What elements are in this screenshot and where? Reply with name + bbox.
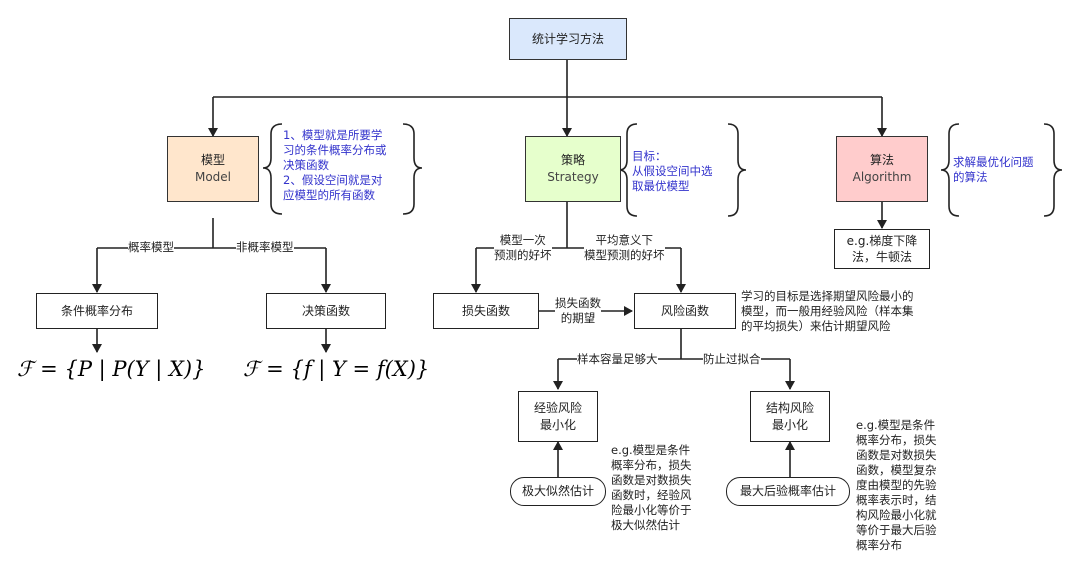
algorithm-node-cn: 算法 xyxy=(869,153,894,167)
edge-label-nonprob-model: 非概率模型 xyxy=(236,240,294,255)
strategy-note-line: 目标： xyxy=(632,149,667,163)
erm-note: e.g.模型是条件 概率分布，损失 函数是对数损失 函数时，经验风 险最小化等价… xyxy=(611,443,707,533)
erm-note-line: 极大似然估计 xyxy=(611,518,680,532)
erm-note-line: 险最小化等价于 xyxy=(611,503,692,517)
erm-note-line: e.g.模型是条件 xyxy=(611,443,691,457)
model-node: 模型 Model xyxy=(167,136,259,202)
srm-label-line1: 结构风险 xyxy=(765,400,814,415)
erm-node: 经验风险 最小化 xyxy=(518,391,598,442)
edge-label-expectation: 损失函数 的期望 xyxy=(555,296,601,326)
srm-note-line: e.g.模型是条件 xyxy=(856,418,936,432)
erm-label-line2: 最小化 xyxy=(539,417,576,432)
erm-note-line: 概率分布，损失 xyxy=(611,458,692,472)
srm-note-line: 概率分布，损失 xyxy=(856,433,937,447)
mle-label: 极大似然估计 xyxy=(521,484,594,498)
risk-func-label: 风险函数 xyxy=(660,303,709,318)
strategy-note: 目标： 从假设空间中选 取最优模型 xyxy=(632,149,732,194)
model-note-line: 2、假设空间就是对 xyxy=(283,173,383,187)
strategy-note-line: 从假设空间中选 xyxy=(632,164,713,178)
strategy-node-en: Strategy xyxy=(547,170,599,184)
risk-note: 学习的目标是选择期望风险最小的 模型，而一般用经验风险（样本集 的平均损失）来估… xyxy=(741,289,951,334)
root-node: 统计学习方法 xyxy=(509,18,627,60)
risk-note-line: 学习的目标是选择期望风险最小的 xyxy=(741,289,914,303)
map-label: 最大后验概率估计 xyxy=(739,484,836,498)
erm-label-line1: 经验风险 xyxy=(533,400,582,415)
srm-note-line: 函数，模型复杂 xyxy=(856,463,937,477)
algo-example-line1: e.g.梯度下降 xyxy=(846,234,918,248)
edge-label-once-line: 模型一次 xyxy=(499,233,546,247)
root-node-label: 统计学习方法 xyxy=(531,31,604,46)
srm-note-line: 概率表示时，结 xyxy=(856,493,937,507)
algorithm-note-line: 求解最优化问题 xyxy=(953,155,1034,169)
loss-func-label: 损失函数 xyxy=(461,303,510,318)
strategy-note-line: 取最优模型 xyxy=(632,179,690,193)
srm-note: e.g.模型是条件 概率分布，损失 函数是对数损失 函数，模型复杂 度由模型的先… xyxy=(856,418,956,553)
model-note: 1、模型就是所要学 习的条件概率分布或 决策函数 2、假设空间就是对 应模型的所… xyxy=(283,128,411,203)
edge-label-expectation-line: 损失函数 xyxy=(555,296,601,310)
srm-node: 结构风险 最小化 xyxy=(750,391,830,442)
edge-label-prob-model: 概率模型 xyxy=(128,240,174,255)
map-node: 最大后验概率估计 xyxy=(726,477,850,506)
erm-note-line: 函数是对数损失 xyxy=(611,473,692,487)
model-note-line: 决策函数 xyxy=(283,158,329,172)
decision-func-label: 决策函数 xyxy=(301,303,350,318)
risk-func-node: 风险函数 xyxy=(634,293,736,329)
loss-func-node: 损失函数 xyxy=(433,293,539,329)
edge-label-avg-line: 平均意义下 xyxy=(595,233,654,247)
srm-note-line: 等价于最大后验 xyxy=(856,523,937,537)
model-node-en: Model xyxy=(194,170,232,184)
edge-label-avg: 平均意义下 模型预测的好坏 xyxy=(584,233,665,263)
algo-example-node: e.g.梯度下降 法，牛顿法 xyxy=(834,229,930,269)
srm-label-line2: 最小化 xyxy=(771,417,808,432)
mle-node: 极大似然估计 xyxy=(510,477,606,506)
srm-note-line: 度由模型的先验 xyxy=(856,478,937,492)
algorithm-node-en: Algorithm xyxy=(852,170,912,184)
edge-label-large-sample: 样本容量足够大 xyxy=(577,352,658,367)
model-note-line: 应模型的所有函数 xyxy=(283,188,375,202)
decision-func-formula: ℱ = {f | Y = f(X)} xyxy=(243,357,430,381)
srm-note-line: 函数是对数损失 xyxy=(856,448,937,462)
decision-func-node: 决策函数 xyxy=(266,293,386,329)
edge-label-expectation-line: 的期望 xyxy=(560,311,596,325)
edge-label-prevent-overfit: 防止过拟合 xyxy=(703,352,761,367)
edge-label-once-line: 预测的好坏 xyxy=(494,248,552,262)
risk-note-line: 的平均损失）来估计期望风险 xyxy=(741,319,891,333)
erm-note-line: 函数时，经验风 xyxy=(611,488,692,502)
edge-label-once: 模型一次 预测的好坏 xyxy=(494,233,552,263)
edge-label-avg-line: 模型预测的好坏 xyxy=(584,248,665,262)
algorithm-note-line: 的算法 xyxy=(953,170,988,184)
srm-note-line: 概率分布 xyxy=(856,538,902,552)
strategy-node-cn: 策略 xyxy=(560,153,585,167)
model-note-line: 习的条件概率分布或 xyxy=(283,143,387,157)
algorithm-node: 算法 Algorithm xyxy=(836,136,928,202)
model-node-cn: 模型 xyxy=(200,153,225,167)
model-note-line: 1、模型就是所要学 xyxy=(283,128,383,142)
strategy-node: 策略 Strategy xyxy=(525,136,621,202)
risk-note-line: 模型，而一般用经验风险（样本集 xyxy=(741,304,914,318)
algo-example-line2: 法，牛顿法 xyxy=(851,250,912,264)
cond-prob-formula: ℱ = {P | P(Y | X)} xyxy=(17,357,206,381)
algorithm-note: 求解最优化问题 的算法 xyxy=(953,155,1049,185)
cond-prob-node: 条件概率分布 xyxy=(36,293,158,329)
cond-prob-label: 条件概率分布 xyxy=(60,303,133,318)
srm-note-line: 构风险最小化就 xyxy=(856,508,937,522)
